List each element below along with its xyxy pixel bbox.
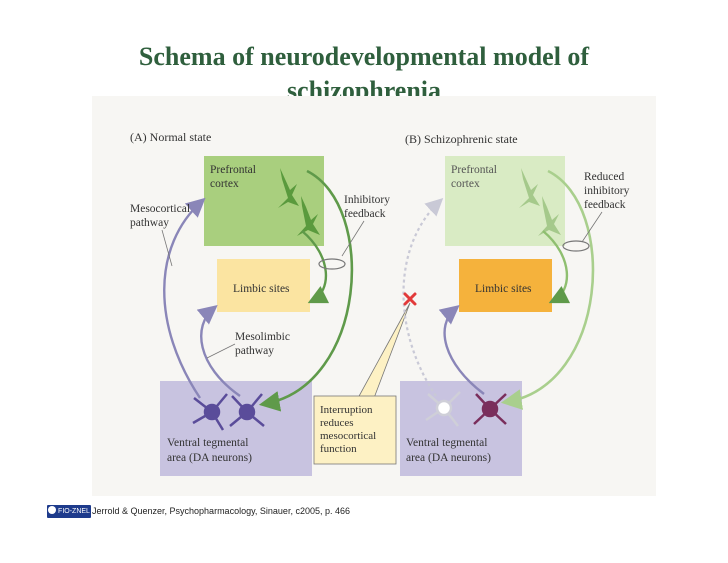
- inhibitory-label-1: Inhibitory: [344, 194, 390, 206]
- prefrontal-label-a-2: cortex: [210, 178, 239, 190]
- mesolimbic-leader: [206, 343, 236, 359]
- inhibitory-ring-a: [318, 258, 346, 270]
- inhibitory-label-2: feedback: [344, 208, 386, 220]
- reduced-label-3: feedback: [584, 199, 626, 211]
- lost-dopamine-neuron: [425, 391, 461, 427]
- vta-label-b-2: area (DA neurons): [406, 452, 491, 464]
- logo-mark-icon: [48, 506, 57, 514]
- prefrontal-neuron-a-2: [297, 196, 320, 236]
- panel-a-heading: (A) Normal state: [130, 130, 211, 144]
- mesolimbic-arrow-a: [196, 304, 241, 397]
- inhibitory-feedback-arrow-a: [258, 169, 354, 412]
- interrupted-mesocortical-arrow: [402, 197, 444, 397]
- prefrontal-neuron-b-2: [538, 196, 561, 236]
- vta-label-b-1: Ventral tegmental: [406, 437, 487, 449]
- logo-text: FIO-ZNEL: [58, 508, 90, 515]
- mesocortical-label-2: pathway: [130, 217, 169, 229]
- mesolimbic-label-1: Mesolimbic: [235, 331, 290, 343]
- prefrontal-to-limbic-arrow-a: [301, 230, 330, 304]
- callout-line-4: function: [320, 443, 357, 455]
- mesocortical-label-1: Mesocortical: [130, 203, 190, 215]
- prefrontal-neuron-b-1: [519, 168, 540, 208]
- publisher-logo: FIO-ZNEL: [47, 505, 91, 518]
- panel-b-heading: (B) Schizophrenic state: [405, 132, 518, 146]
- prefrontal-label-b-2: cortex: [451, 178, 480, 190]
- interruption-x-icon: [403, 292, 417, 306]
- mesocortical-arrow-a: [163, 197, 206, 399]
- neurodevelopmental-diagram: (A) Normal state Prefrontal cortex Limbi…: [92, 96, 656, 496]
- citation: Jerrold & Quenzer, Psychopharmacology, S…: [92, 506, 350, 516]
- inhibitory-ring-b: [562, 240, 590, 252]
- reduced-leader: [581, 211, 603, 243]
- mesocortical-leader: [161, 229, 173, 267]
- limbic-label-a: Limbic sites: [233, 283, 290, 295]
- reduced-label-2: inhibitory: [584, 185, 630, 197]
- vta-label-a-1: Ventral tegmental: [167, 437, 248, 449]
- prefrontal-label-b-1: Prefrontal: [451, 164, 497, 176]
- inhibitory-leader: [341, 220, 365, 257]
- reduced-label-1: Reduced: [584, 171, 624, 183]
- slide-title: Schema of neurodevelopmental model of sc…: [0, 40, 728, 108]
- title-line-1: Schema of neurodevelopmental model of: [138, 42, 590, 71]
- mesolimbic-label-2: pathway: [235, 345, 274, 357]
- prefrontal-to-limbic-arrow-b: [542, 230, 571, 304]
- limbic-sites-box-b: [459, 259, 552, 312]
- prefrontal-label-a-1: Prefrontal: [210, 164, 256, 176]
- callout-line-2: reduces: [320, 417, 354, 429]
- limbic-sites-box-a: [217, 259, 310, 312]
- dopamine-neuron-a-1: [192, 393, 228, 431]
- panel-schizophrenic-state: (B) Schizophrenic state Prefrontal corte…: [400, 132, 630, 476]
- reduced-feedback-arrow: [500, 169, 595, 410]
- panel-normal-state: (A) Normal state Prefrontal cortex Limbi…: [130, 130, 390, 476]
- prefrontal-neuron-a-1: [278, 168, 299, 208]
- mesolimbic-arrow-b: [438, 304, 485, 395]
- callout-line-1: Interruption: [320, 404, 373, 416]
- dopamine-neuron-a-2: [229, 393, 265, 427]
- vta-label-a-2: area (DA neurons): [167, 452, 252, 464]
- limbic-label-b: Limbic sites: [475, 283, 532, 295]
- callout-line-3: mesocortical: [320, 430, 376, 442]
- interruption-callout: Interruption reduces mesocortical functi…: [313, 302, 411, 465]
